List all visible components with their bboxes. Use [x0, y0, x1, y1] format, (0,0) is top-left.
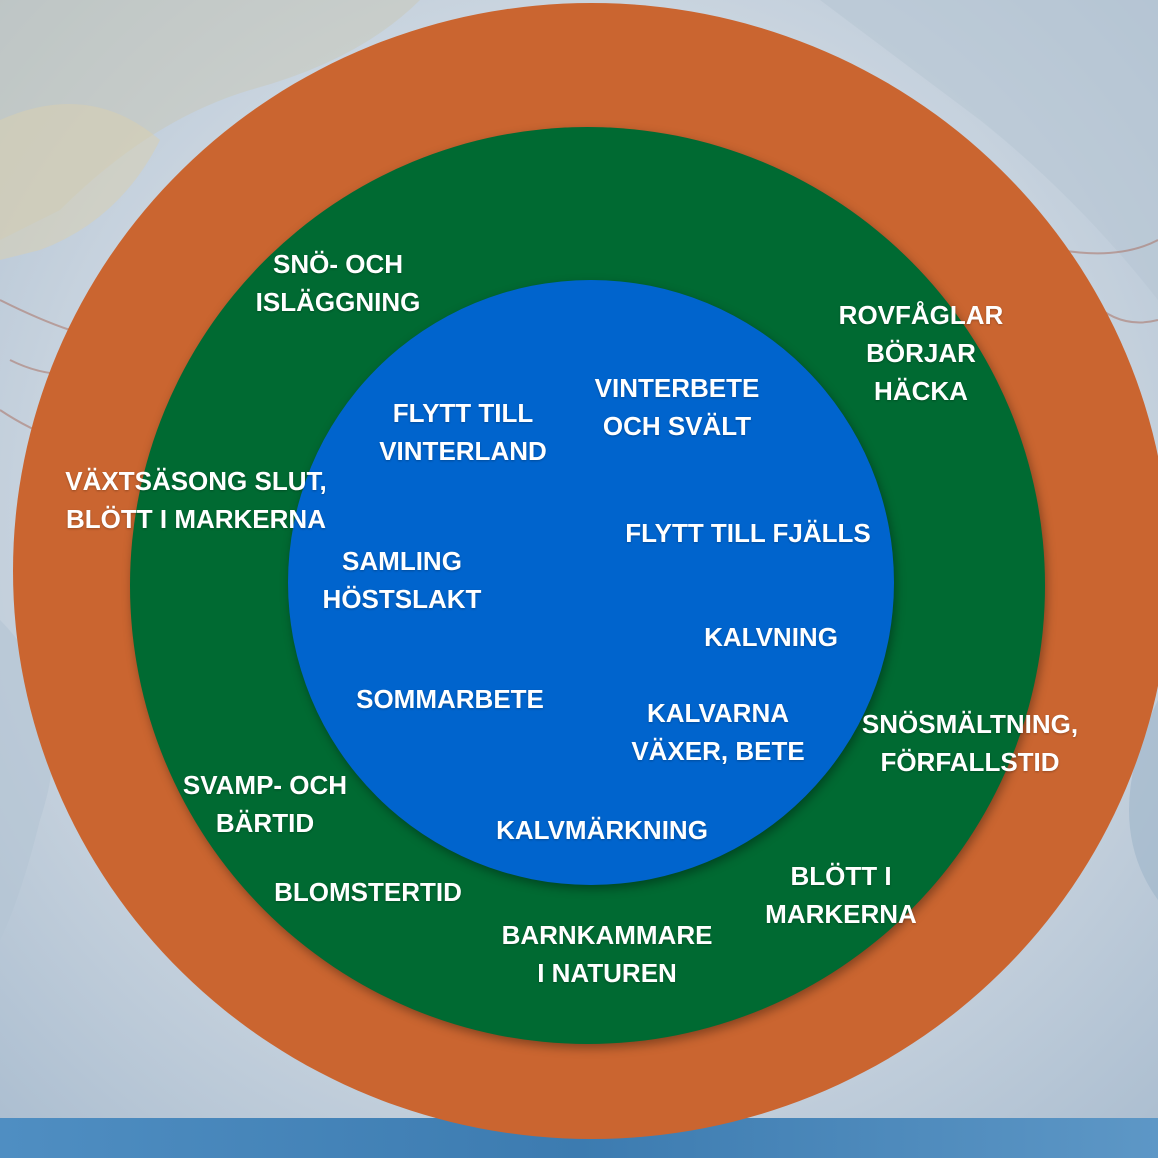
- label-line: OCH SVÄLT: [602, 411, 752, 441]
- inner-circle: [288, 280, 894, 885]
- label-flytt-till-fjalls: FLYTT TILL FJÄLLS: [625, 514, 871, 552]
- label-svamp-och-bartid: SVAMP- OCH BÄRTID: [183, 766, 347, 842]
- label-line: FÖRFALLSTID: [880, 747, 1060, 777]
- label-sno-och-islaggning: SNÖ- OCH ISLÄGGNING: [256, 245, 421, 321]
- label-line: I NATUREN: [537, 958, 677, 988]
- label-blomstertid: BLOMSTERTID: [274, 873, 462, 911]
- label-barnkammare-i-naturen: BARNKAMMARE I NATUREN: [502, 916, 713, 992]
- label-line: KALVNING: [704, 622, 838, 652]
- label-line: ROVFÅGLAR: [838, 300, 1004, 330]
- label-vinterbete-och-svalt: VINTERBETE OCH SVÄLT: [595, 369, 760, 445]
- label-line: VÄXER, BETE: [631, 736, 805, 766]
- label-line: KALVMÄRKNING: [496, 815, 708, 845]
- label-samling-hostslakt: SAMLING HÖSTSLAKT: [323, 542, 482, 618]
- label-line: VÄXTSÄSONG SLUT,: [65, 466, 327, 496]
- label-kalvmarkning: KALVMÄRKNING: [496, 811, 708, 849]
- label-line: HÖSTSLAKT: [322, 584, 482, 614]
- label-line: FLYTT TILL FJÄLLS: [625, 518, 871, 548]
- label-line: BÖRJAR: [866, 338, 976, 368]
- label-sommarbete: SOMMARBETE: [356, 680, 544, 718]
- label-line: FLYTT TILL: [392, 398, 534, 428]
- label-line: SNÖSMÄLTNING,: [861, 709, 1079, 739]
- label-line: HÄCKA: [874, 376, 968, 406]
- label-line: VINTERBETE: [594, 373, 760, 403]
- label-kalvning: KALVNING: [704, 618, 838, 656]
- label-line: BLOMSTERTID: [274, 877, 462, 907]
- label-snosmaltning-forfallstid: SNÖSMÄLTNING, FÖRFALLSTID: [862, 705, 1078, 781]
- label-line: MARKERNA: [765, 899, 917, 929]
- label-vaxtsasong-slut: VÄXTSÄSONG SLUT, BLÖTT I MARKERNA: [65, 462, 326, 538]
- label-line: KALVARNA: [646, 698, 790, 728]
- label-line: BARNKAMMARE: [501, 920, 713, 950]
- label-line: ISLÄGGNING: [255, 287, 421, 317]
- label-line: SVAMP- OCH: [182, 770, 348, 800]
- label-line: BLÖTT I MARKERNA: [66, 504, 326, 534]
- label-flytt-till-vinterland: FLYTT TILL VINTERLAND: [379, 394, 547, 470]
- label-line: SNÖ- OCH: [272, 249, 403, 279]
- label-line: BLÖTT I: [790, 861, 892, 891]
- label-line: VINTERLAND: [379, 436, 547, 466]
- label-blott-i-markerna: BLÖTT I MARKERNA: [765, 857, 917, 933]
- label-rovfaglar-borjar-hacka: ROVFÅGLAR BÖRJAR HÄCKA: [839, 296, 1004, 410]
- label-line: SAMLING: [342, 546, 462, 576]
- label-kalvarna-vaxer-bete: KALVARNA VÄXER, BETE: [631, 694, 804, 770]
- label-line: BÄRTID: [215, 808, 315, 838]
- label-line: SOMMARBETE: [356, 684, 544, 714]
